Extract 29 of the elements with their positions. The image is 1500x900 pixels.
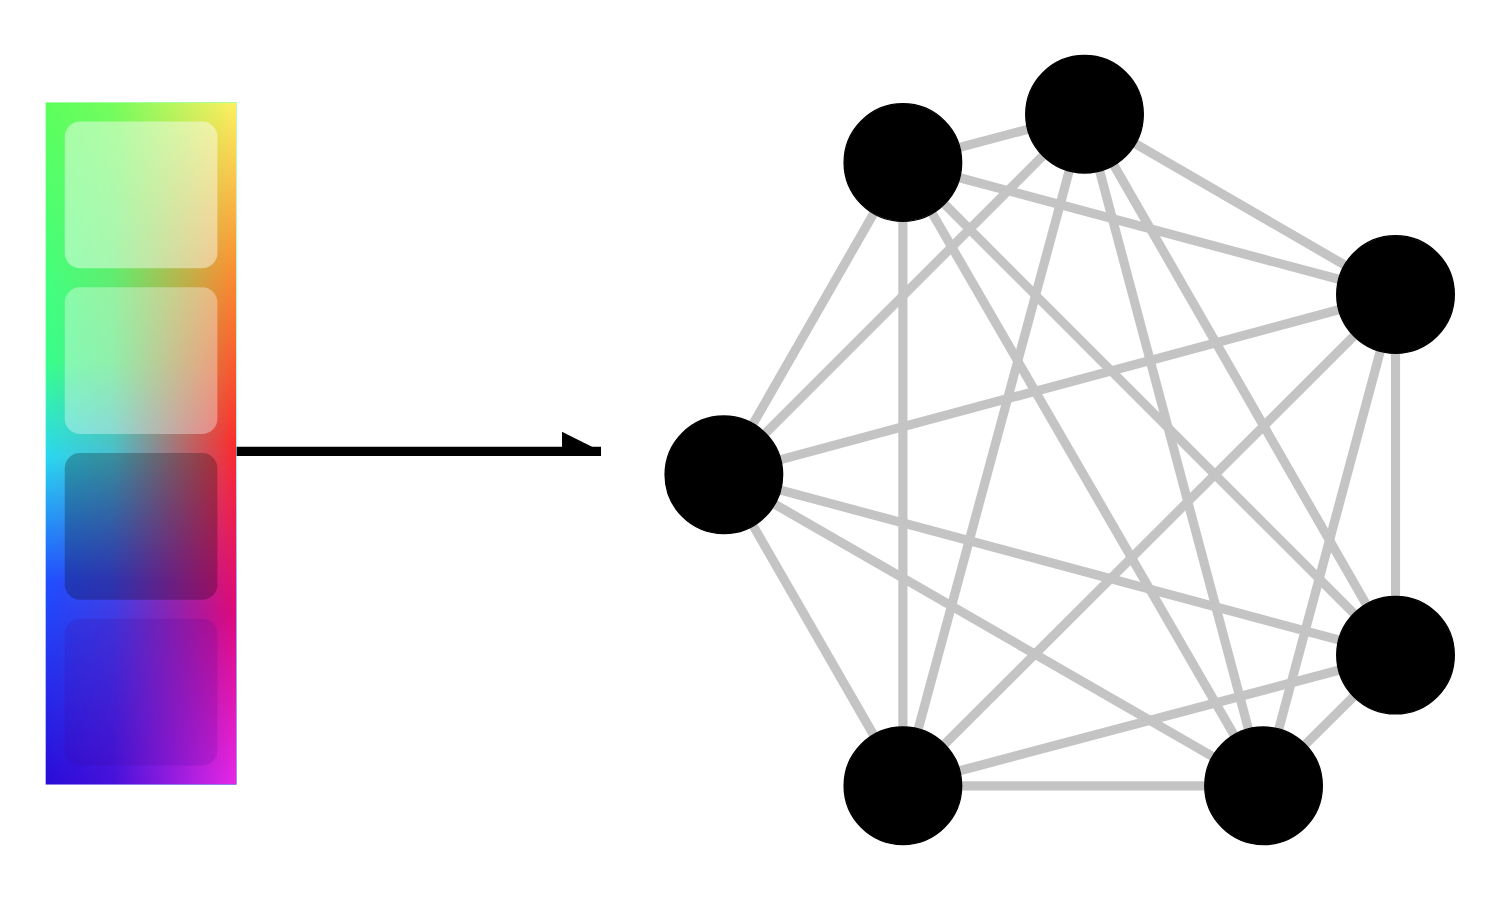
connector-line [1133,139,1347,269]
circle-node [1336,595,1455,715]
circle-node [843,103,963,222]
connector-line [749,211,878,427]
connector-line [779,305,1340,464]
connector-line [762,152,1047,437]
connector-line [928,211,1239,738]
connector-line [958,665,1340,776]
connector-line [941,200,1358,617]
connector-line [1274,350,1385,731]
connector-line [779,485,1340,645]
connector-line [941,332,1358,748]
connector-line [772,500,1215,761]
connector-line [1390,353,1401,597]
connector-line [958,124,1029,152]
circle-node [664,415,784,535]
arrow [236,431,602,456]
circle-node [1025,54,1144,174]
connector-line [1095,169,1253,731]
connector-line [1109,162,1371,607]
circle-node [843,726,963,846]
circle-node [1204,726,1323,846]
connector-line [898,221,908,727]
connector-line [961,781,1205,791]
connector-line [958,173,1340,284]
connector-line [1302,693,1357,748]
connector-line [749,523,878,738]
connector-line [913,169,1074,731]
circle-node [1336,235,1455,354]
